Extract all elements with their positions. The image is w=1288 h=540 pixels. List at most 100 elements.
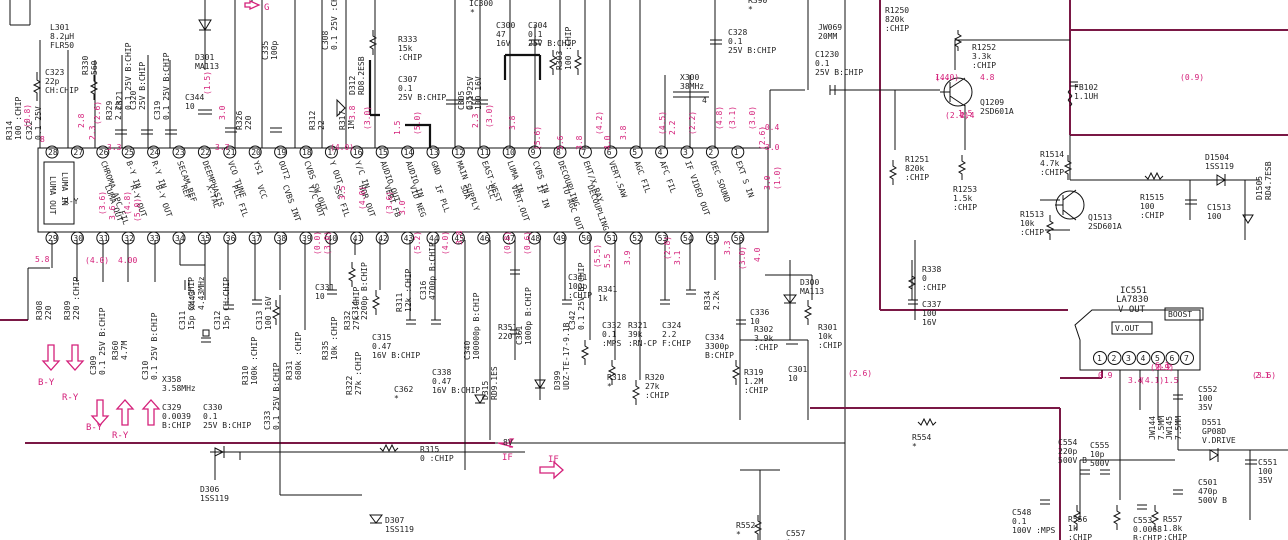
ic-pin-number-bottom: 44 bbox=[429, 234, 439, 243]
voltage-annotation: 3.0 bbox=[218, 105, 227, 120]
component-extra: 25V B:CHIP bbox=[528, 39, 576, 48]
signal-if-1: IF bbox=[502, 453, 513, 463]
ic-pin-top bbox=[70, 145, 84, 159]
component-extra: B:CHIP bbox=[705, 351, 734, 360]
voltage-annotation: 3.0 bbox=[763, 175, 772, 190]
ic-pin-top bbox=[248, 145, 262, 159]
ic-pin-number-top: 26 bbox=[99, 148, 109, 157]
voltage-annotation: 3.0 bbox=[765, 143, 780, 152]
component-ref: FB102 bbox=[1074, 83, 1098, 92]
ic551-pin bbox=[1093, 351, 1107, 365]
wires-center bbox=[464, 0, 846, 540]
component-ref: C308 bbox=[321, 31, 330, 50]
ic-luma-box bbox=[43, 161, 75, 225]
component-value: UDZ-TE-17-9.1B bbox=[562, 322, 571, 390]
ic-pin-number-top: 17 bbox=[327, 148, 337, 157]
component-ref: L301 bbox=[50, 23, 69, 32]
component-value: 0.1 bbox=[815, 59, 830, 68]
ic-pin-number-top: 12 bbox=[454, 148, 464, 157]
voltage-annotation: -0.4 bbox=[760, 123, 779, 132]
voltage-annotation: (2.2) bbox=[688, 111, 697, 135]
ic551-pin-number: 5 bbox=[1155, 354, 1160, 363]
component-value: 820k bbox=[885, 15, 904, 24]
voltage-annotation: (5.2) bbox=[413, 231, 422, 255]
ic-pin-number-top: 18 bbox=[302, 148, 312, 157]
component-ref: C333 bbox=[263, 411, 272, 430]
voltage-annotation: (4.0) bbox=[441, 231, 450, 255]
component-ref: JW145 bbox=[1165, 416, 1174, 440]
component-value: 4.43MHz bbox=[197, 276, 206, 310]
ic-pin-label-bottom: B-Y OUT bbox=[154, 184, 174, 219]
component-extra: 500V B bbox=[1198, 496, 1227, 505]
component-value: 100p bbox=[568, 282, 587, 291]
component-value: 38MHz bbox=[680, 82, 704, 91]
component-ref: C331 bbox=[315, 283, 334, 292]
component-value: 0.1 25V B:CHIP bbox=[272, 362, 281, 430]
ic551-pin bbox=[1165, 351, 1180, 365]
ic-pin-number-bottom: 36 bbox=[226, 234, 236, 243]
component-ref: R311 bbox=[395, 293, 404, 312]
component-value: 220p bbox=[1058, 447, 1077, 456]
component-r390: R390* bbox=[748, 0, 767, 14]
signal-g: G bbox=[264, 3, 269, 13]
ic-pin-number-bottom: 37 bbox=[251, 234, 261, 243]
component-ref: R318 bbox=[607, 373, 626, 382]
ic-pin-top bbox=[655, 145, 669, 159]
component-value: 15p CH:CHIP bbox=[187, 277, 196, 330]
ic-pin-number-top: 6 bbox=[607, 148, 612, 157]
component-extra: :MPS bbox=[602, 339, 621, 348]
component-ref: C361 bbox=[515, 326, 524, 345]
voltage-annotation: 2.2 bbox=[668, 120, 677, 135]
component-ref: C300 bbox=[496, 21, 515, 30]
ic-pin-top bbox=[604, 145, 618, 159]
voltage-annotation: (3.6) bbox=[385, 191, 394, 215]
ic-pin-label-top: YS1 bbox=[251, 160, 264, 177]
component-ref: C322 bbox=[25, 121, 34, 140]
ic-pin-bottom bbox=[655, 231, 669, 245]
component-ref: D315 bbox=[481, 381, 490, 400]
component-value: 0 :CHIP bbox=[420, 454, 454, 463]
voltage-annotation: (3.0) bbox=[485, 104, 494, 128]
component-ref: R320 bbox=[645, 373, 664, 382]
component-extra: :CHIP bbox=[905, 173, 929, 182]
ic-pin-label-top: Y OUT bbox=[328, 160, 345, 186]
component-value: 1.2M bbox=[744, 377, 763, 386]
component-ref: C323 bbox=[45, 68, 64, 77]
ic-pin-number-bottom: 39 bbox=[302, 234, 312, 243]
component-value: 1SS119 bbox=[1205, 162, 1234, 171]
ic-pin-bottom bbox=[350, 231, 364, 245]
component-ref: R351 bbox=[498, 323, 517, 332]
ic-pin-number-bottom: 46 bbox=[480, 234, 490, 243]
ic-pin-number-bottom: 41 bbox=[353, 234, 363, 243]
ic-pin-number-top: 2 bbox=[708, 148, 713, 157]
pin-four-label: 4 bbox=[702, 96, 707, 105]
ic-pin-bottom bbox=[147, 231, 161, 245]
ic-pin-number-bottom: 54 bbox=[683, 234, 693, 243]
ic551-pin-number: 3 bbox=[1126, 354, 1131, 363]
component-extra: :CHIP bbox=[818, 341, 842, 350]
ic-pin-bottom bbox=[324, 231, 338, 245]
ic-pin-top bbox=[731, 145, 745, 159]
component-value: 4.7k bbox=[1040, 159, 1059, 168]
component-ref: C301 bbox=[788, 365, 807, 374]
component-extra: B:CHIP bbox=[1133, 534, 1162, 540]
component-value: 100 16V bbox=[474, 76, 483, 110]
component-value: 10k bbox=[1020, 219, 1035, 228]
component-ref: C313 bbox=[255, 311, 264, 330]
component-value: 2200p B:CHIP bbox=[360, 262, 369, 320]
